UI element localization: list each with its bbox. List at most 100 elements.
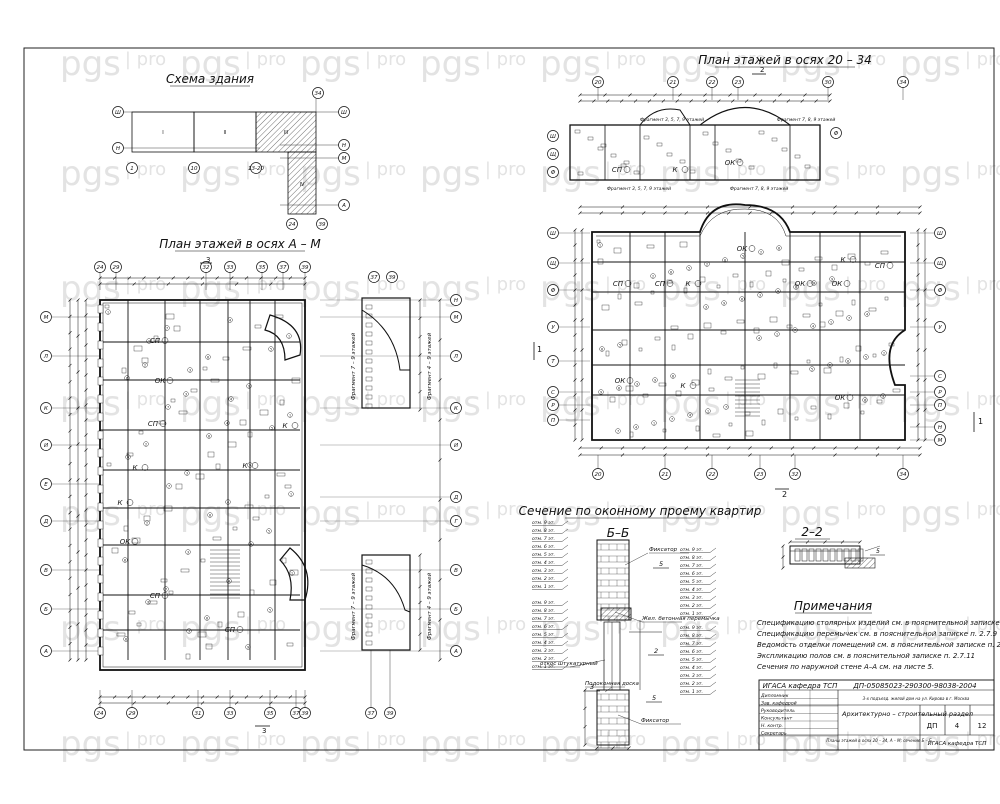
plan-2034-axis-left-3-label: Ф <box>551 288 556 294</box>
scheme-block-1: I <box>162 130 163 136</box>
svg-text:5: 5 <box>271 426 273 430</box>
section-level-left-a-7: отм. 3 эт. <box>532 568 555 574</box>
frag-lower-axis-39: 39 <box>384 707 396 719</box>
svg-text:5: 5 <box>268 529 270 533</box>
plan-am-room-3-label: СП <box>148 420 159 428</box>
plan-am-room-9-label: СП <box>225 626 236 634</box>
svg-text:9: 9 <box>247 645 249 649</box>
plan-am-axis-bottom-39-label: 39 <box>302 711 309 717</box>
plan-2034-title: План этажей в осях 20 – 34 <box>698 53 872 67</box>
scheme-axis-bottom-4-label: 24 <box>289 222 296 228</box>
svg-text:4: 4 <box>635 425 637 429</box>
plan-am-axis-left-8: Б <box>40 603 52 615</box>
plan-2034-room-2: СП <box>655 280 674 288</box>
svg-text:7: 7 <box>848 316 850 320</box>
plan-am-axis-left-9-label: А <box>43 649 48 655</box>
plan-2034-axis-top-34-label: 34 <box>900 80 907 86</box>
plan-am-axis-top-35: 35 <box>256 261 268 273</box>
frag-upper-axis-37-label: 37 <box>371 275 378 281</box>
plan-2034-axis-left-7: Р <box>547 399 559 411</box>
plan-2034-room-5: ОК <box>615 377 634 385</box>
section-level-left-b-2: отм. 8 эт. <box>532 608 555 614</box>
svg-text:7: 7 <box>167 405 169 409</box>
plan-2034-frag-room-2: К <box>673 166 689 174</box>
watermark-text: pgs| pro <box>60 384 166 424</box>
svg-text:3: 3 <box>882 394 884 398</box>
scheme-axis-left-bottom-label: Н <box>116 146 120 152</box>
plan-am-room-5: К <box>243 462 259 470</box>
plan-2034-room-8: ОК <box>832 280 851 288</box>
watermark-text: pgs| pro <box>180 269 286 309</box>
window-section: Сечение по оконному проему квартир Б–Б о… <box>519 504 762 750</box>
watermark-text: pgs| pro <box>900 269 1000 309</box>
watermark-text: pgs| pro <box>180 724 286 764</box>
stamp-stage: ДП <box>927 722 938 730</box>
watermark-text: pgs| pro <box>540 724 646 764</box>
scheme-axis-left-bottom: Н <box>112 142 124 154</box>
plan-2034-axis-right-6: Р <box>934 386 946 398</box>
plan-2034-axis-left-4: У <box>547 321 559 333</box>
scheme-block-3: III <box>284 130 288 136</box>
stamp-role-5: Н. контр. <box>761 723 783 729</box>
section-mark-3: 3 <box>590 683 594 691</box>
svg-text:1: 1 <box>707 409 709 413</box>
watermark-text: pgs| pro <box>900 44 1000 84</box>
section-22-title: 2–2 <box>801 525 822 539</box>
svg-text:2: 2 <box>829 363 831 367</box>
scheme-axis-right-3-label: М <box>342 156 347 162</box>
section-level-right-b-7: отм. 3 эт. <box>680 673 703 679</box>
watermark-text: pgs| pro <box>900 384 1000 424</box>
svg-text:1: 1 <box>289 413 291 417</box>
section-level-right-a-8: отм. 2 эт. <box>680 603 703 609</box>
section-mark-1: 5 <box>659 560 663 568</box>
watermark-text: pgs| pro <box>900 724 1000 764</box>
plan-2034-room-6: К <box>681 382 697 390</box>
plan-2034-room-1: СП <box>613 280 632 288</box>
svg-text:4: 4 <box>689 413 691 417</box>
svg-text:2: 2 <box>146 521 148 525</box>
frag-upper-axis-37: 37 <box>368 271 380 283</box>
section-level-left-a-5: отм. 5 эт. <box>532 552 555 558</box>
svg-text:3: 3 <box>759 293 761 297</box>
watermark-text: pgs| pro <box>660 269 766 309</box>
svg-text:9: 9 <box>777 289 779 293</box>
scheme-axis-right-4: А <box>338 199 350 211</box>
svg-text:9: 9 <box>250 542 252 546</box>
watermark-text: pgs| pro <box>420 154 526 194</box>
svg-text:4: 4 <box>226 421 228 425</box>
plan-am-axis-right-1: Н <box>450 294 462 306</box>
plan-2034-room-4-label: ОК <box>737 245 749 253</box>
plan-2034-axis-bottom-22: 22 <box>706 468 718 480</box>
plan-2034-axis-top-21: 21 <box>667 76 679 88</box>
svg-text:4: 4 <box>758 336 760 340</box>
frag-upper-axis-39: 39 <box>386 271 398 283</box>
plan-2034-frag-axis-right-label: Ф <box>834 131 839 137</box>
stamp-role-6: Секретарь <box>761 731 787 737</box>
plan-am-room-8: СП <box>150 592 169 600</box>
stamp-section: Архитектурно – строительный раздел <box>841 710 973 718</box>
svg-text:1: 1 <box>288 334 290 338</box>
svg-text:3: 3 <box>705 305 707 309</box>
plan-2034-axis-bottom-32-label: 32 <box>792 472 799 478</box>
plan-2034-axis-top-23-label: 23 <box>735 80 742 86</box>
plan-am-axis-top-37-label: 37 <box>280 265 287 271</box>
frag-upper-label-2: Фрагмент 4 – 9 этажей <box>427 333 433 400</box>
plan-2034-axis-bottom-23: 23 <box>754 468 766 480</box>
plan-2034-axis-right-7-label: П <box>938 403 942 409</box>
plan-am-axis-bottom-24: 24 <box>94 707 106 719</box>
plan-2034-room-11: ОК <box>835 394 854 402</box>
svg-text:7: 7 <box>617 429 619 433</box>
plan-2034-frag-room-1: СП <box>612 166 631 174</box>
svg-text:9: 9 <box>654 378 656 382</box>
plan-2034-axis-top-20-label: 20 <box>595 80 602 86</box>
plan-am-axis-top-39-label: 39 <box>302 265 309 271</box>
svg-text:6: 6 <box>124 558 126 562</box>
plan-am-axis-left-4: И <box>40 439 52 451</box>
section-level-left-a-8: отм. 2 эт. <box>532 576 555 582</box>
plan-2034-section-top: 2 <box>760 66 764 74</box>
section-callout-sill: Подоконная доска <box>585 681 639 687</box>
section-level-right-a-7: отм. 3 эт. <box>680 595 703 601</box>
svg-text:3: 3 <box>813 281 815 285</box>
